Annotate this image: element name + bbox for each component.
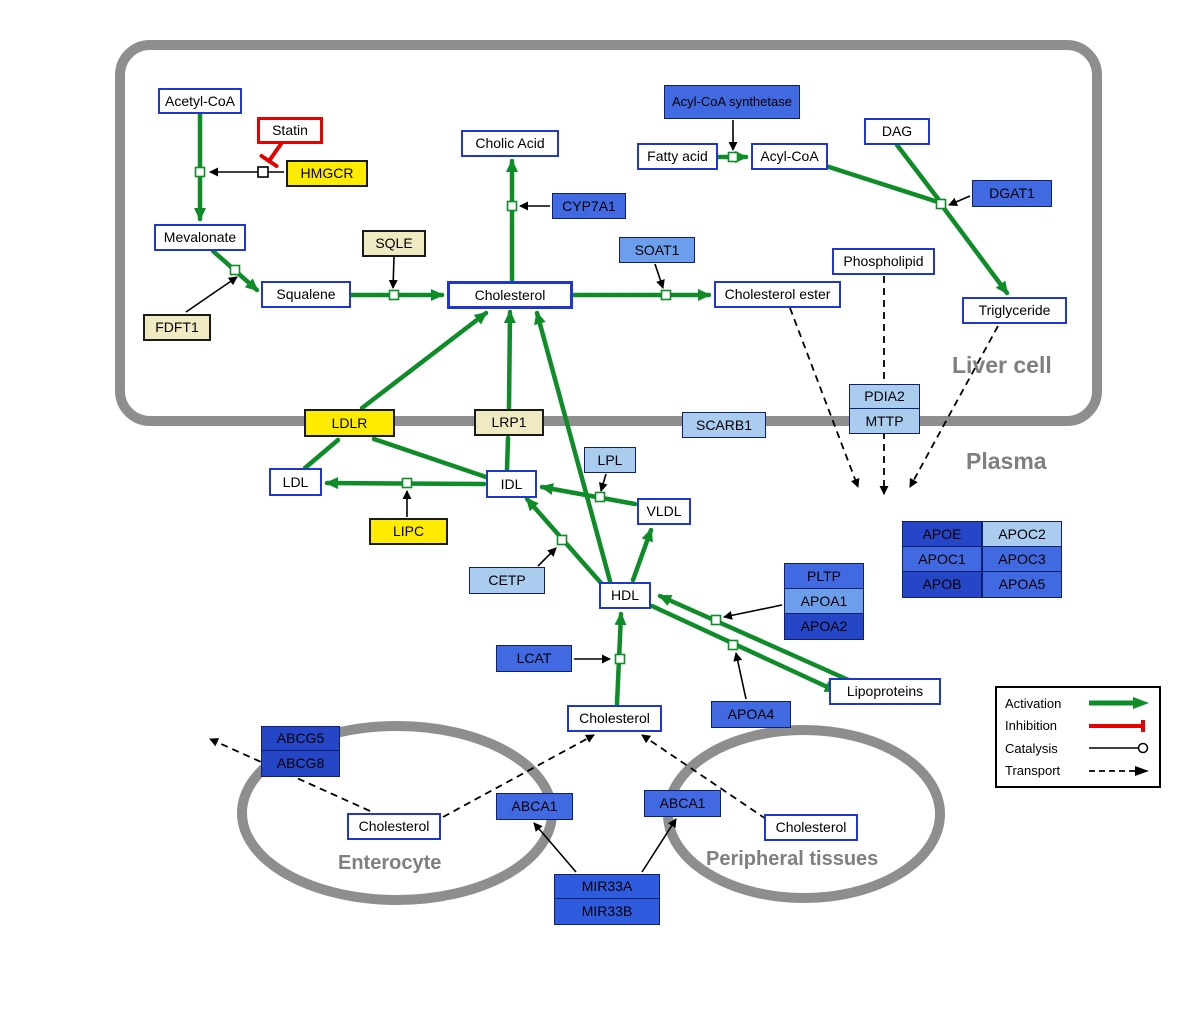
- node-pdia2[interactable]: PDIA2: [849, 384, 920, 409]
- catalysis-circle-icon: [1089, 743, 1149, 754]
- liver-cell-membrane: [115, 40, 1102, 426]
- node-acetyl-coa[interactable]: Acetyl-CoA: [158, 88, 242, 114]
- plasma-label: Plasma: [966, 448, 1047, 474]
- node-apoe[interactable]: APOE: [902, 521, 982, 547]
- node-apoa1[interactable]: APOA1: [784, 588, 864, 614]
- node-acyl-coa[interactable]: Acyl-CoA: [751, 143, 828, 170]
- node-cholesterol-enterocyte[interactable]: Cholesterol: [347, 813, 441, 840]
- node-lipoproteins[interactable]: Lipoproteins: [829, 678, 941, 705]
- node-fdft1[interactable]: FDFT1: [143, 314, 211, 341]
- node-apoc1[interactable]: APOC1: [902, 546, 982, 572]
- node-lipc[interactable]: LIPC: [369, 518, 448, 545]
- node-apoc2[interactable]: APOC2: [982, 521, 1062, 547]
- node-soat1[interactable]: SOAT1: [619, 237, 695, 263]
- activation-arrow-icon: [1089, 697, 1149, 709]
- peripheral-tissues-label: Peripheral tissues: [706, 848, 879, 870]
- node-mttp[interactable]: MTTP: [849, 408, 920, 434]
- node-lrp1[interactable]: LRP1: [474, 409, 544, 436]
- inhibition-tee-icon: [1089, 719, 1145, 732]
- node-abcg5[interactable]: ABCG5: [261, 726, 340, 751]
- node-sqle[interactable]: SQLE: [362, 230, 426, 257]
- legend-row-inhibition: Inhibition: [1005, 717, 1151, 735]
- node-dgat1[interactable]: DGAT1: [972, 180, 1052, 207]
- legend-row-transport: Transport: [1005, 762, 1151, 780]
- node-squalene[interactable]: Squalene: [261, 281, 351, 308]
- node-ldl[interactable]: LDL: [269, 468, 322, 496]
- node-cetp[interactable]: CETP: [469, 567, 545, 594]
- node-pltp[interactable]: PLTP: [784, 563, 864, 589]
- node-lcat[interactable]: LCAT: [496, 645, 572, 672]
- node-cholesterol-plasma[interactable]: Cholesterol: [567, 705, 662, 732]
- node-phospholipid[interactable]: Phospholipid: [832, 248, 935, 275]
- node-cholesterol-ester[interactable]: Cholesterol ester: [714, 281, 841, 308]
- node-fatty-acid[interactable]: Fatty acid: [637, 143, 718, 170]
- node-triglyceride[interactable]: Triglyceride: [962, 297, 1067, 324]
- node-hdl[interactable]: HDL: [599, 582, 651, 609]
- legend-catalysis-label: Catalysis: [1005, 740, 1058, 756]
- node-abcg8[interactable]: ABCG8: [261, 750, 340, 777]
- node-cholic-acid[interactable]: Cholic Acid: [461, 130, 559, 157]
- node-cholesterol-liver[interactable]: Cholesterol: [447, 281, 573, 309]
- node-vldl[interactable]: VLDL: [637, 498, 691, 525]
- transport-dashed-arrow-icon: [1089, 765, 1149, 776]
- node-ldlr[interactable]: LDLR: [304, 409, 395, 437]
- node-apob[interactable]: APOB: [902, 571, 982, 598]
- legend-inhibition-label: Inhibition: [1005, 718, 1058, 734]
- legend-transport-label: Transport: [1005, 763, 1061, 779]
- node-apoa2[interactable]: APOA2: [784, 613, 864, 640]
- node-statin[interactable]: Statin: [257, 117, 323, 144]
- node-acyl-coa-synthetase[interactable]: Acyl-CoA synthetase: [664, 85, 800, 119]
- legend-activation-label: Activation: [1005, 695, 1062, 711]
- enterocyte-label: Enterocyte: [338, 852, 442, 874]
- inhibition-edge: [259, 142, 283, 168]
- legend: Activation Inhibition Catalysis Transpor…: [995, 686, 1161, 788]
- liver-cell-label: Liver cell: [952, 352, 1052, 378]
- node-lpl[interactable]: LPL: [584, 447, 636, 473]
- node-dag[interactable]: DAG: [864, 118, 930, 145]
- node-apoa5[interactable]: APOA5: [982, 571, 1062, 598]
- node-mir33b[interactable]: MIR33B: [554, 898, 660, 925]
- catalysis-edges: [185, 120, 971, 873]
- node-apoc3[interactable]: APOC3: [982, 546, 1062, 572]
- node-idl[interactable]: IDL: [486, 470, 537, 498]
- node-abca1-left[interactable]: ABCA1: [496, 793, 573, 820]
- statin-target-node: [257, 166, 269, 178]
- node-abca1-right[interactable]: ABCA1: [644, 790, 721, 817]
- node-hmgcr[interactable]: HMGCR: [286, 160, 368, 187]
- node-cholesterol-peripheral[interactable]: Cholesterol: [764, 814, 858, 841]
- node-cyp7a1[interactable]: CYP7A1: [552, 193, 626, 219]
- reaction-nodes: [194, 151, 947, 665]
- legend-row-activation: Activation: [1005, 694, 1151, 712]
- node-apoa4[interactable]: APOA4: [711, 701, 791, 728]
- node-scarb1[interactable]: SCARB1: [682, 412, 766, 438]
- node-mevalonate[interactable]: Mevalonate: [154, 224, 246, 251]
- node-mir33a[interactable]: MIR33A: [554, 874, 660, 899]
- legend-row-catalysis: Catalysis: [1005, 739, 1151, 757]
